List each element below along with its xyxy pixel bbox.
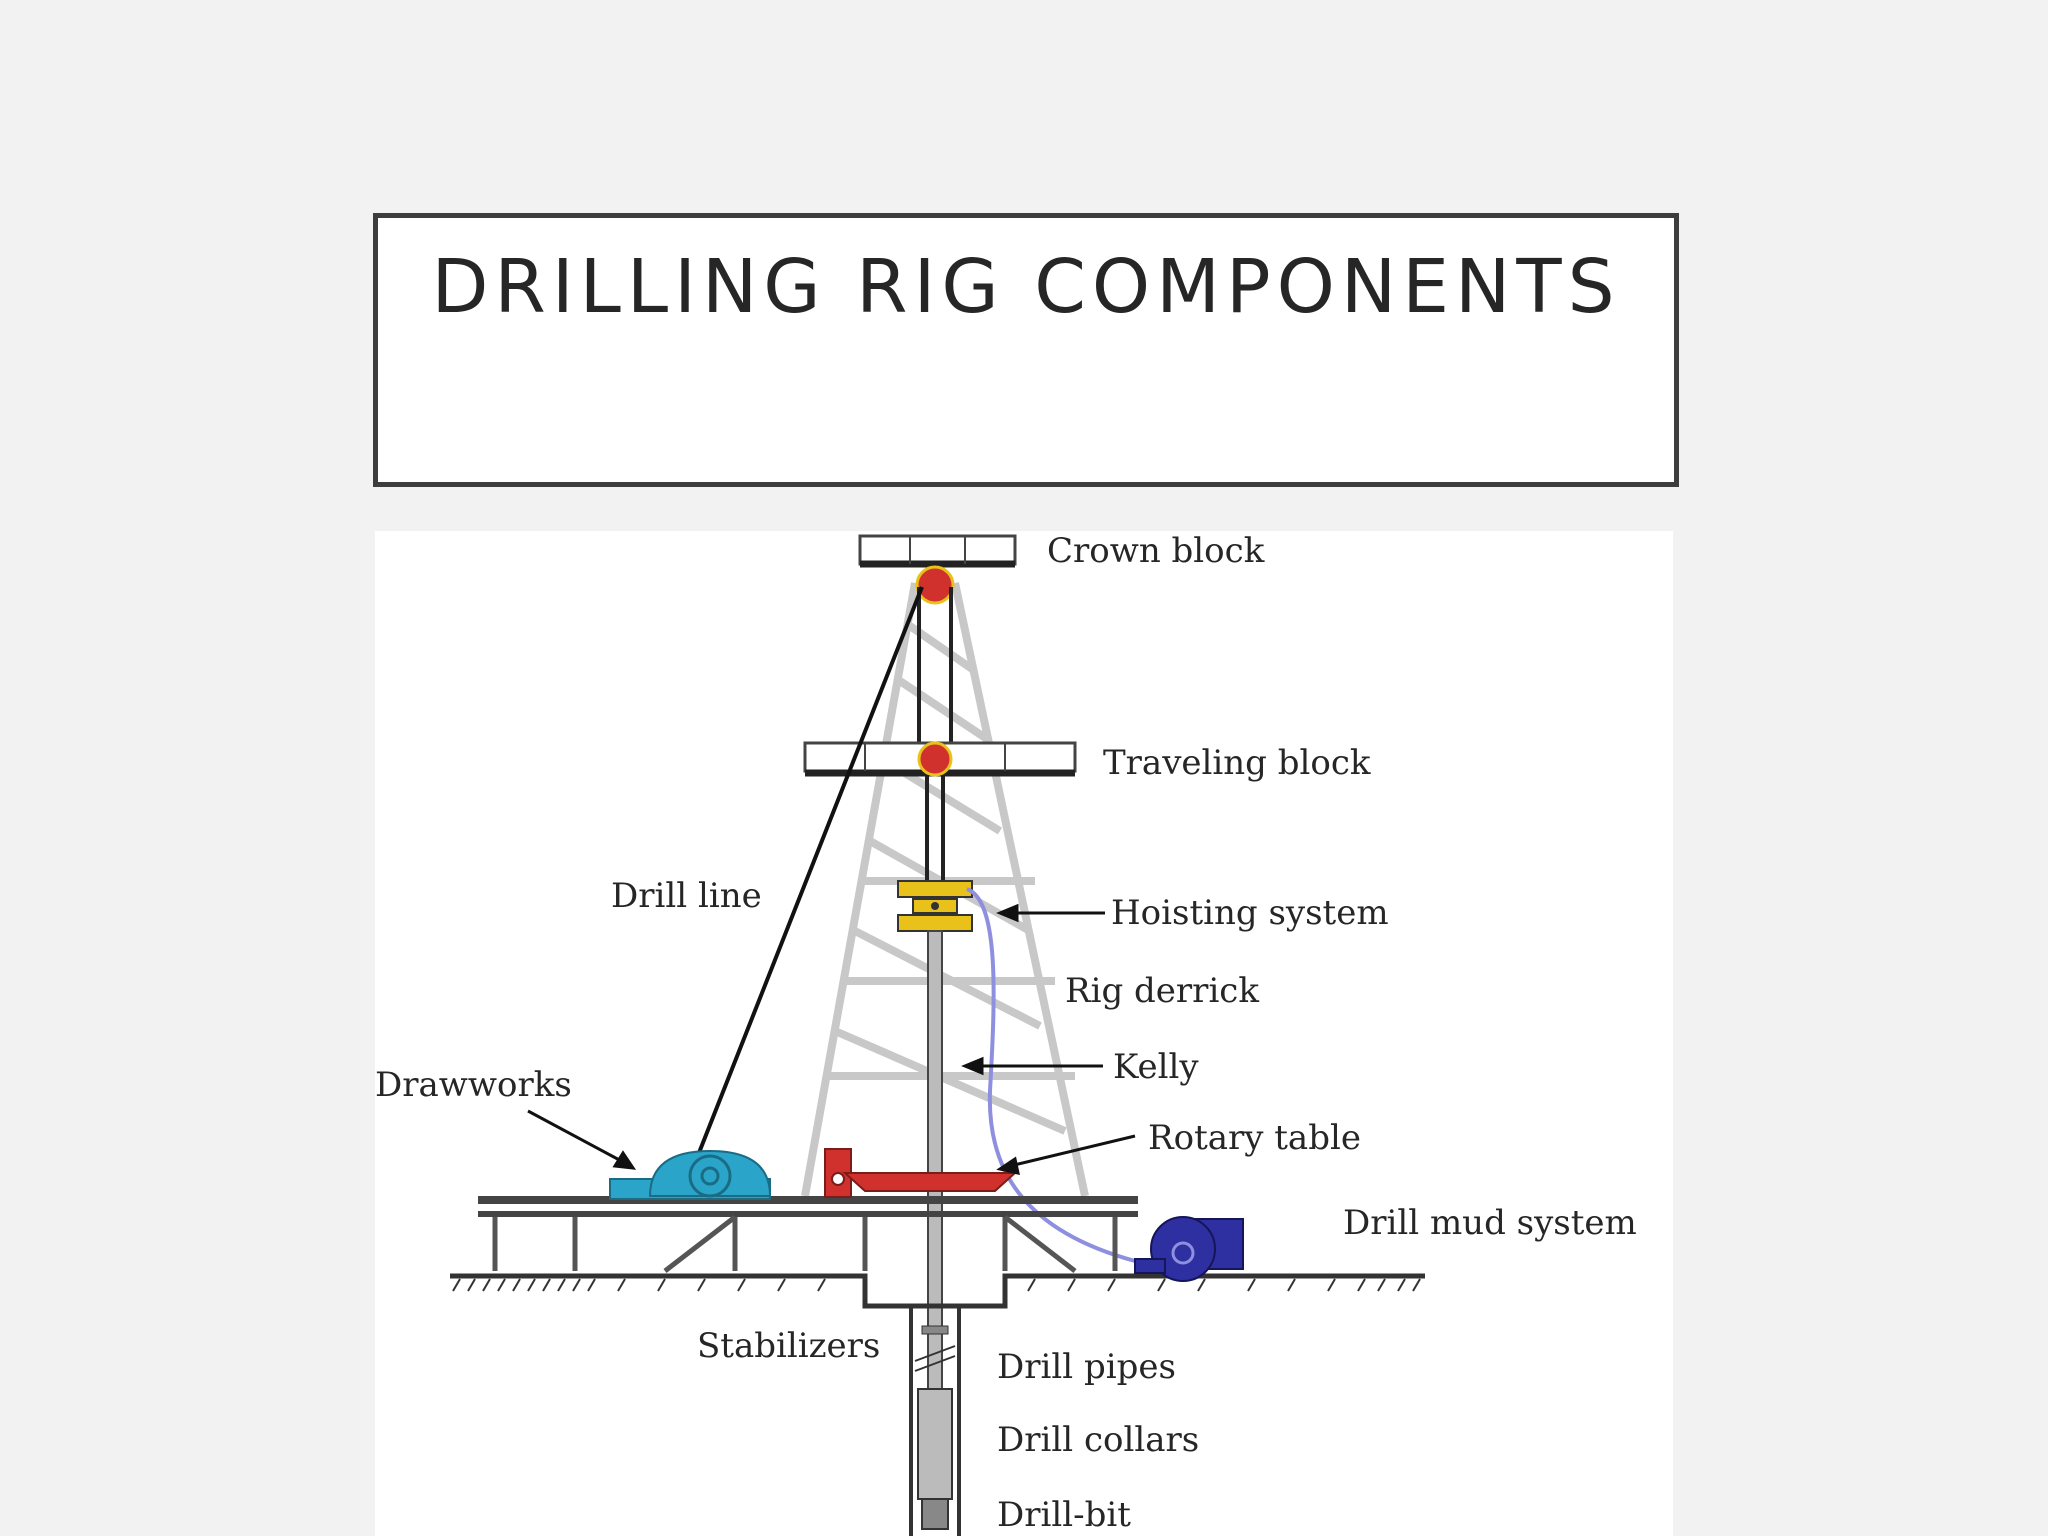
label-drill-mud-system: Drill mud system (1343, 1203, 1637, 1243)
mud-hose (966, 887, 1136, 1263)
crown-block (858, 534, 1017, 605)
label-rig-derrick: Rig derrick (1065, 971, 1259, 1011)
swivel (897, 880, 973, 932)
drill-line (691, 586, 924, 1169)
rotary-table (824, 1148, 1018, 1198)
slide-title: DRILLING RIG COMPONENTS (431, 244, 1621, 330)
label-rotary-table: Rotary table (1148, 1118, 1361, 1158)
label-crown-block: Crown block (1047, 531, 1265, 571)
title-box: DRILLING RIG COMPONENTS (373, 213, 1679, 487)
ground-and-well (450, 1273, 1425, 1536)
traveling-block (803, 741, 1077, 777)
drawworks (609, 1149, 772, 1200)
label-hoisting-system: Hoisting system (1111, 893, 1389, 933)
label-kelly: Kelly (1113, 1047, 1199, 1087)
rig-floor (478, 1196, 1138, 1273)
label-drill-bit: Drill-bit (997, 1495, 1131, 1535)
label-stabilizers: Stabilizers (697, 1326, 880, 1366)
drill-mud-system (1134, 1216, 1244, 1282)
label-drill-collars: Drill collars (997, 1420, 1199, 1460)
label-drill-line: Drill line (611, 876, 762, 916)
drilling-rig-diagram: Crown block Traveling block Drill line H… (375, 531, 1673, 1536)
hook-lines (925, 775, 945, 881)
hoisting-lines (917, 587, 953, 756)
diagram-canvas: Crown block Traveling block Drill line H… (375, 531, 1637, 1536)
label-traveling-block: Traveling block (1103, 743, 1371, 783)
label-arrows (527, 903, 1136, 1175)
label-drawworks: Drawworks (375, 1065, 572, 1105)
label-drill-pipes: Drill pipes (997, 1347, 1176, 1387)
